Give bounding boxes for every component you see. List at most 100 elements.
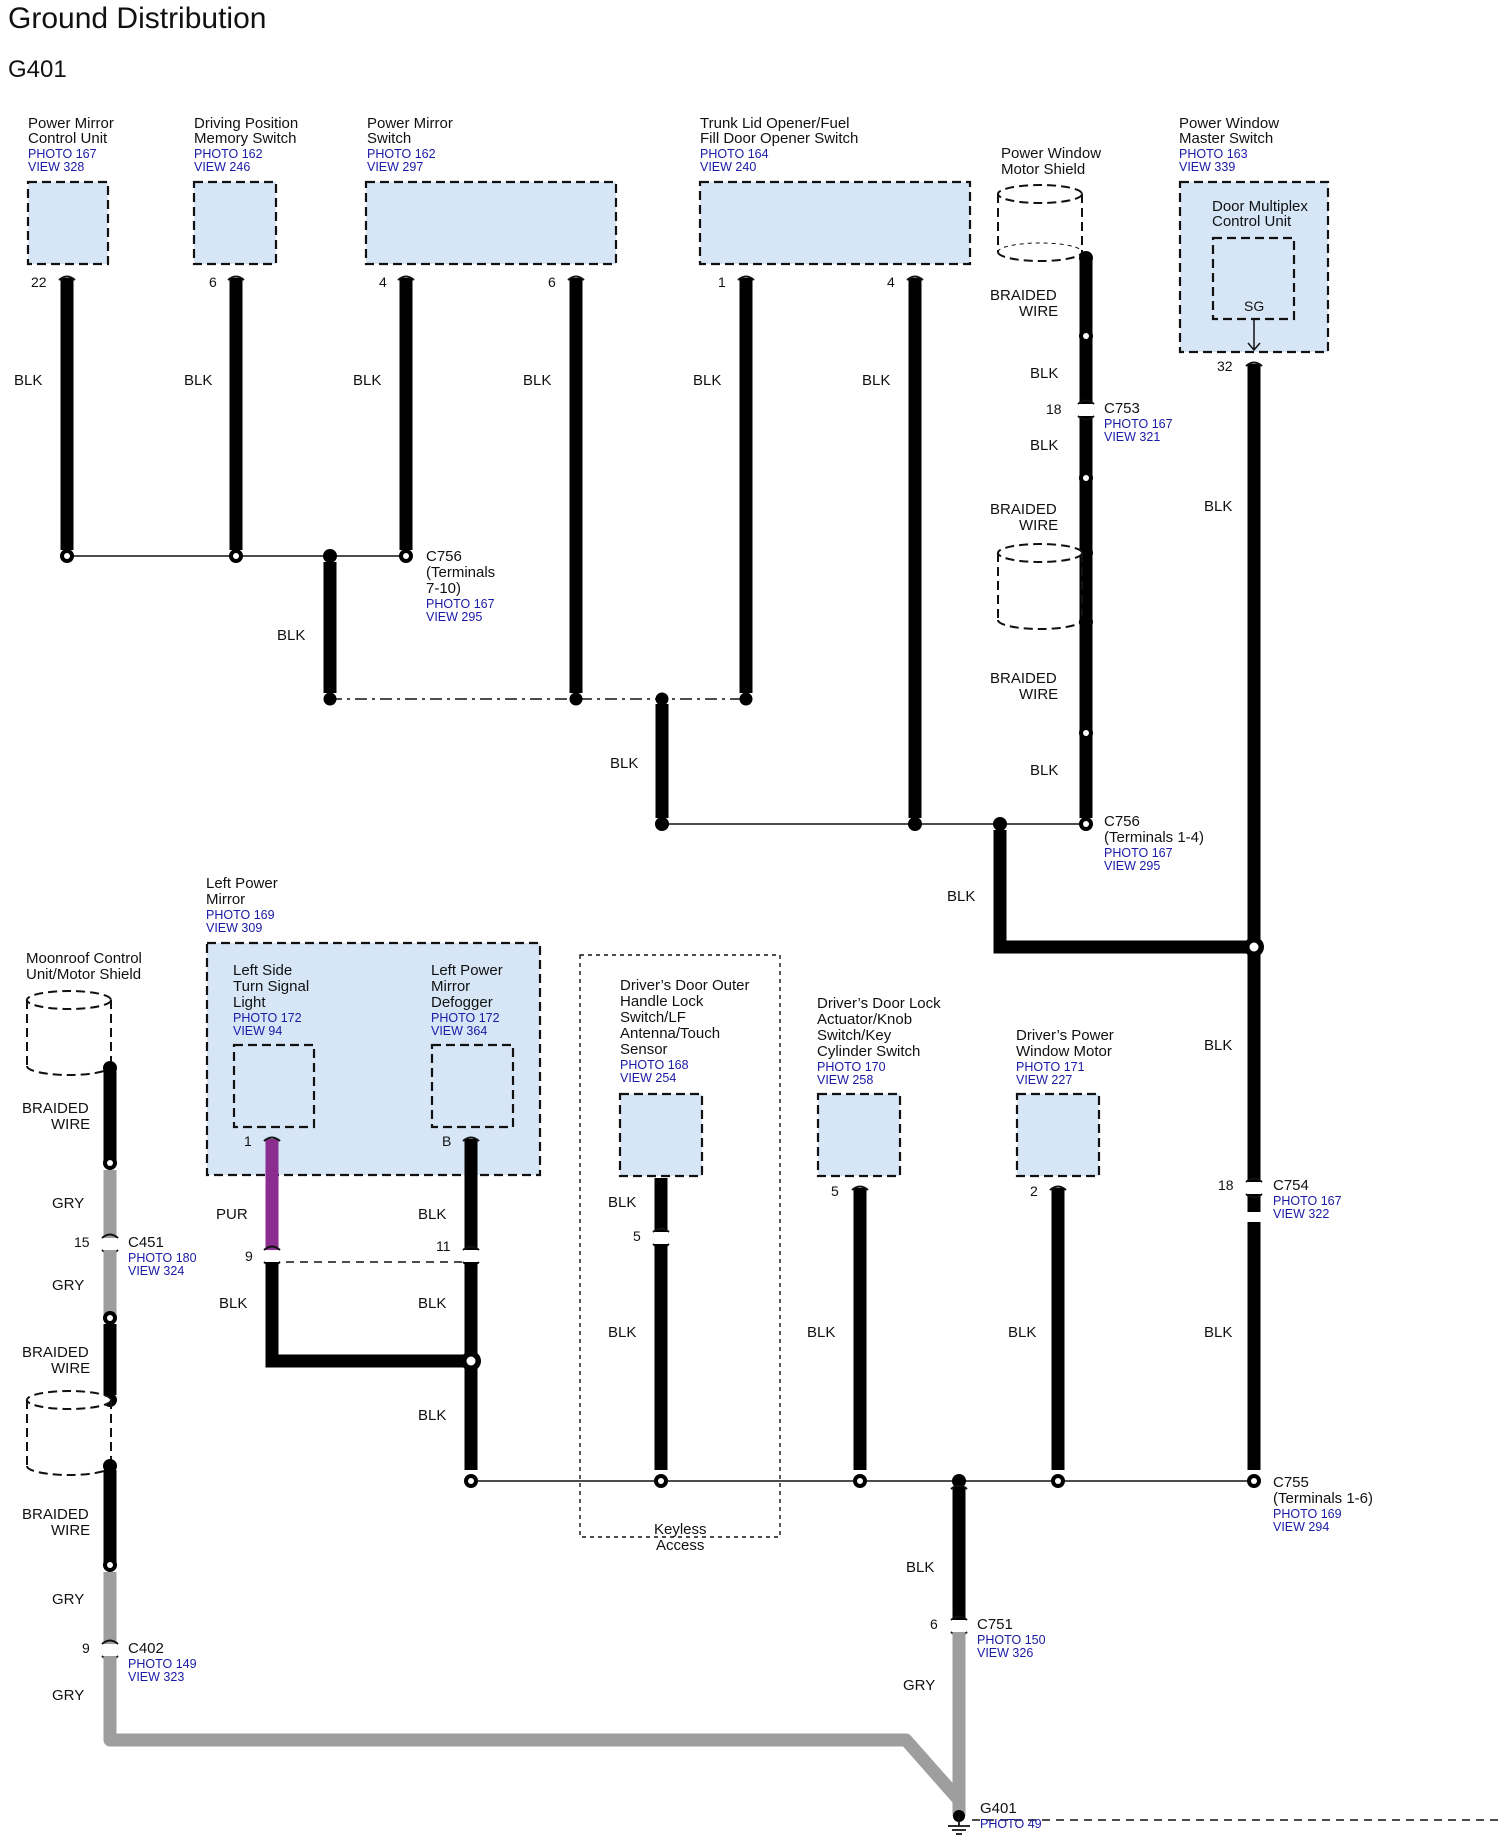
- svg-text:Unit/Motor Shield: Unit/Motor Shield: [26, 966, 141, 983]
- svg-text:BLK: BLK: [947, 888, 975, 905]
- driving-position-memory-switch: Driving Position Memory Switch PHOTO 162…: [192, 115, 298, 290]
- svg-text:(Terminals 1-4): (Terminals 1-4): [1104, 829, 1204, 846]
- power-window-master-switch: Power Window Master Switch PHOTO 163 VIE…: [1178, 115, 1330, 374]
- svg-text:VIEW 258: VIEW 258: [817, 1073, 873, 1087]
- component-label: Driving Position: [194, 115, 298, 132]
- svg-text:VIEW 309: VIEW 309: [206, 921, 262, 935]
- svg-text:BRAIDED: BRAIDED: [990, 670, 1057, 687]
- view-ref: VIEW 339: [1179, 160, 1235, 174]
- svg-text:15: 15: [74, 1234, 90, 1250]
- component-label: Control Unit: [28, 130, 108, 147]
- svg-text:BLK: BLK: [418, 1206, 446, 1223]
- svg-text:BLK: BLK: [184, 372, 212, 389]
- pin-number: 4: [379, 274, 387, 290]
- svg-text:GRY: GRY: [52, 1277, 84, 1294]
- svg-text:6: 6: [930, 1616, 938, 1632]
- ground-arrow-icon: [1247, 319, 1261, 352]
- svg-text:WIRE: WIRE: [1019, 303, 1058, 320]
- photo-ref: PHOTO 167: [28, 147, 97, 161]
- svg-text:BLK: BLK: [1030, 437, 1058, 454]
- svg-text:VIEW 326: VIEW 326: [977, 1646, 1033, 1660]
- pin-number: 32: [1217, 358, 1233, 374]
- svg-text:1: 1: [244, 1133, 252, 1149]
- component-label: Power Window: [1179, 115, 1279, 132]
- svg-text:BRAIDED: BRAIDED: [22, 1344, 89, 1361]
- svg-text:BLK: BLK: [523, 372, 551, 389]
- svg-text:GRY: GRY: [52, 1591, 84, 1608]
- svg-text:VIEW 324: VIEW 324: [128, 1264, 184, 1278]
- svg-text:VIEW 321: VIEW 321: [1104, 430, 1160, 444]
- svg-text:BRAIDED: BRAIDED: [990, 287, 1057, 304]
- component-box: [698, 180, 972, 266]
- svg-text:PHOTO 49: PHOTO 49: [980, 1817, 1042, 1831]
- shield-braid-right: BRAIDED WIRE BLK 18 C753 PHOTO 167 VIEW …: [990, 184, 1173, 779]
- pin-label: SG: [1244, 298, 1264, 314]
- svg-text:BLK: BLK: [1204, 1324, 1232, 1341]
- svg-text:BLK: BLK: [862, 372, 890, 389]
- wire-blk: [993, 830, 1254, 954]
- svg-text:BLK: BLK: [608, 1194, 636, 1211]
- svg-text:VIEW 323: VIEW 323: [128, 1670, 184, 1684]
- svg-text:11: 11: [436, 1238, 451, 1254]
- svg-text:VIEW 295: VIEW 295: [426, 610, 482, 624]
- svg-text:C751: C751: [977, 1616, 1013, 1633]
- svg-text:VIEW 94: VIEW 94: [233, 1024, 282, 1038]
- power-window-motor-shield: Power Window Motor Shield: [1001, 145, 1101, 178]
- svg-text:VIEW 295: VIEW 295: [1104, 859, 1160, 873]
- defogger-box: [430, 1043, 515, 1129]
- svg-text:18: 18: [1046, 401, 1062, 417]
- svg-text:BLK: BLK: [610, 755, 638, 772]
- wire-labels-top: BLK BLK BLK BLK BLK BLK BLK BLK BLK BLK …: [14, 372, 1232, 1341]
- svg-text:PHOTO 167: PHOTO 167: [426, 597, 495, 611]
- moonroof-control-unit: Moonroof Control Unit/Motor Shield: [26, 950, 142, 1076]
- svg-text:Driver’s Power: Driver’s Power: [1016, 1027, 1114, 1044]
- svg-text:Driver’s Door Lock: Driver’s Door Lock: [817, 995, 941, 1012]
- splice-dashed: [323, 692, 753, 706]
- svg-text:Driver’s Door Outer: Driver’s Door Outer: [620, 977, 749, 994]
- component-box: [1015, 1092, 1101, 1178]
- svg-text:Switch/Key: Switch/Key: [817, 1027, 892, 1044]
- svg-text:WIRE: WIRE: [51, 1116, 90, 1133]
- wire-label: GRY: [903, 1677, 935, 1694]
- svg-text:Switch/LF: Switch/LF: [620, 1009, 686, 1026]
- svg-text:PHOTO 172: PHOTO 172: [233, 1011, 302, 1025]
- svg-text:PHOTO 168: PHOTO 168: [620, 1058, 689, 1072]
- svg-text:BLK: BLK: [277, 627, 305, 644]
- svg-text:(Terminals 1-6): (Terminals 1-6): [1273, 1490, 1373, 1507]
- svg-text:BLK: BLK: [1030, 365, 1058, 382]
- turn-signal-box: [232, 1043, 316, 1129]
- wire-blk: [265, 1262, 471, 1368]
- svg-text:2: 2: [1030, 1183, 1038, 1199]
- component-label: Master Switch: [1179, 130, 1273, 147]
- pin-terminal: [950, 1484, 968, 1490]
- svg-text:GRY: GRY: [52, 1687, 84, 1704]
- subcomponent-label: Control Unit: [1212, 213, 1292, 230]
- component-box: [205, 941, 542, 1177]
- svg-text:PHOTO 180: PHOTO 180: [128, 1251, 197, 1265]
- svg-text:C754: C754: [1273, 1177, 1309, 1194]
- component-label: Trunk Lid Opener/Fuel: [700, 115, 850, 132]
- svg-text:BRAIDED: BRAIDED: [22, 1100, 89, 1117]
- svg-text:Mirror: Mirror: [206, 891, 245, 908]
- svg-text:BLK: BLK: [353, 372, 381, 389]
- svg-text:Light: Light: [233, 994, 266, 1011]
- svg-text:C753: C753: [1104, 400, 1140, 417]
- svg-text:Actuator/Knob: Actuator/Knob: [817, 1011, 912, 1028]
- svg-text:5: 5: [633, 1228, 641, 1244]
- svg-text:7-10): 7-10): [426, 580, 461, 597]
- svg-text:BLK: BLK: [14, 372, 42, 389]
- svg-text:PHOTO 150: PHOTO 150: [977, 1633, 1046, 1647]
- pin-number: 22: [31, 274, 47, 290]
- component-box: [192, 180, 278, 266]
- view-ref: VIEW 246: [194, 160, 250, 174]
- svg-text:BRAIDED: BRAIDED: [990, 501, 1057, 518]
- svg-text:WIRE: WIRE: [51, 1522, 90, 1539]
- svg-text:Defogger: Defogger: [431, 994, 493, 1011]
- svg-text:C402: C402: [128, 1640, 164, 1657]
- svg-text:BLK: BLK: [1030, 762, 1058, 779]
- svg-text:BLK: BLK: [1204, 498, 1232, 515]
- svg-text:BLK: BLK: [418, 1407, 446, 1424]
- svg-text:Keyless: Keyless: [654, 1521, 707, 1538]
- left-power-mirror: Left Power Mirror PHOTO 169 VIEW 309 Lef…: [205, 875, 542, 1177]
